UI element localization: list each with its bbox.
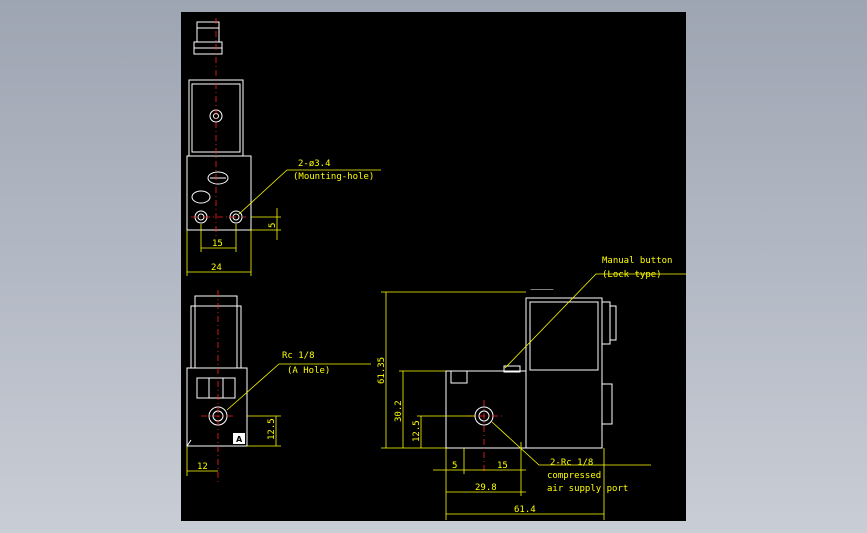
front-view-foot xyxy=(186,439,192,447)
dim-front-port-height: 12.5 xyxy=(267,418,277,440)
supply-port-line1: compressed xyxy=(547,471,601,481)
top-view: 2-ø3.4 (Mounting-hole) 15 24 5 xyxy=(186,18,381,276)
dim-side-port-pitch: 15 xyxy=(497,461,508,471)
a-port-leader xyxy=(226,363,371,411)
dim-top-hole-pitch: 15 xyxy=(212,239,223,249)
dim-top-body-width: 24 xyxy=(211,263,222,273)
dim-side-edge-offset: 5 xyxy=(452,461,457,471)
front-view: A Rc 1/8 (A Hole) 12.5 12 xyxy=(186,290,371,482)
manual-button-label: Manual button xyxy=(602,256,672,266)
valve-top-cap xyxy=(503,365,521,373)
supply-port-line2: air supply port xyxy=(547,484,628,494)
manual-button-type: (Lock type) xyxy=(602,270,662,280)
mounting-hole-leader xyxy=(238,169,381,215)
coil-terminal xyxy=(601,383,613,425)
dim-side-total-length: 61.4 xyxy=(514,505,536,515)
dim-side-total-height: 61.35 xyxy=(377,357,387,384)
valve-manual-button xyxy=(450,370,468,384)
manual-button-leader xyxy=(504,273,686,369)
a-port-size: Rc 1/8 xyxy=(282,351,315,361)
mounting-hole-label: (Mounting-hole) xyxy=(293,172,374,182)
side-view-final: Manual button (Lock type) 2-Rc 1/8 compr… xyxy=(377,256,686,520)
front-view-port-marking-box xyxy=(233,433,245,444)
valve-body xyxy=(445,370,527,449)
top-view-body xyxy=(186,155,252,231)
mounting-hole-qty: 2-ø3.4 xyxy=(298,159,331,169)
dim-side-body-height: 30.2 xyxy=(394,400,404,422)
top-view-manual-button xyxy=(207,171,229,185)
dim-top-hole-height: 5 xyxy=(268,223,278,228)
coil-connector-cap xyxy=(609,305,617,341)
dim-side-port-height: 12.5 xyxy=(412,420,422,442)
front-view-port-marking: A xyxy=(236,435,243,444)
a-port-label: (A Hole) xyxy=(287,366,330,376)
front-view-body xyxy=(186,367,248,447)
dim-side-body-length: 29.8 xyxy=(475,483,497,493)
coil-inner xyxy=(529,301,599,371)
supply-port-size: 2-Rc 1/8 xyxy=(550,458,593,468)
supply-port-leader xyxy=(491,421,651,466)
top-view-port xyxy=(191,190,211,204)
dim-front-offset: 12 xyxy=(197,462,208,472)
side-view-clear xyxy=(439,290,615,456)
front-view-manifold xyxy=(196,377,236,399)
cad-viewport[interactable]: 2-ø3.4 (Mounting-hole) 15 24 5 A xyxy=(181,12,686,521)
